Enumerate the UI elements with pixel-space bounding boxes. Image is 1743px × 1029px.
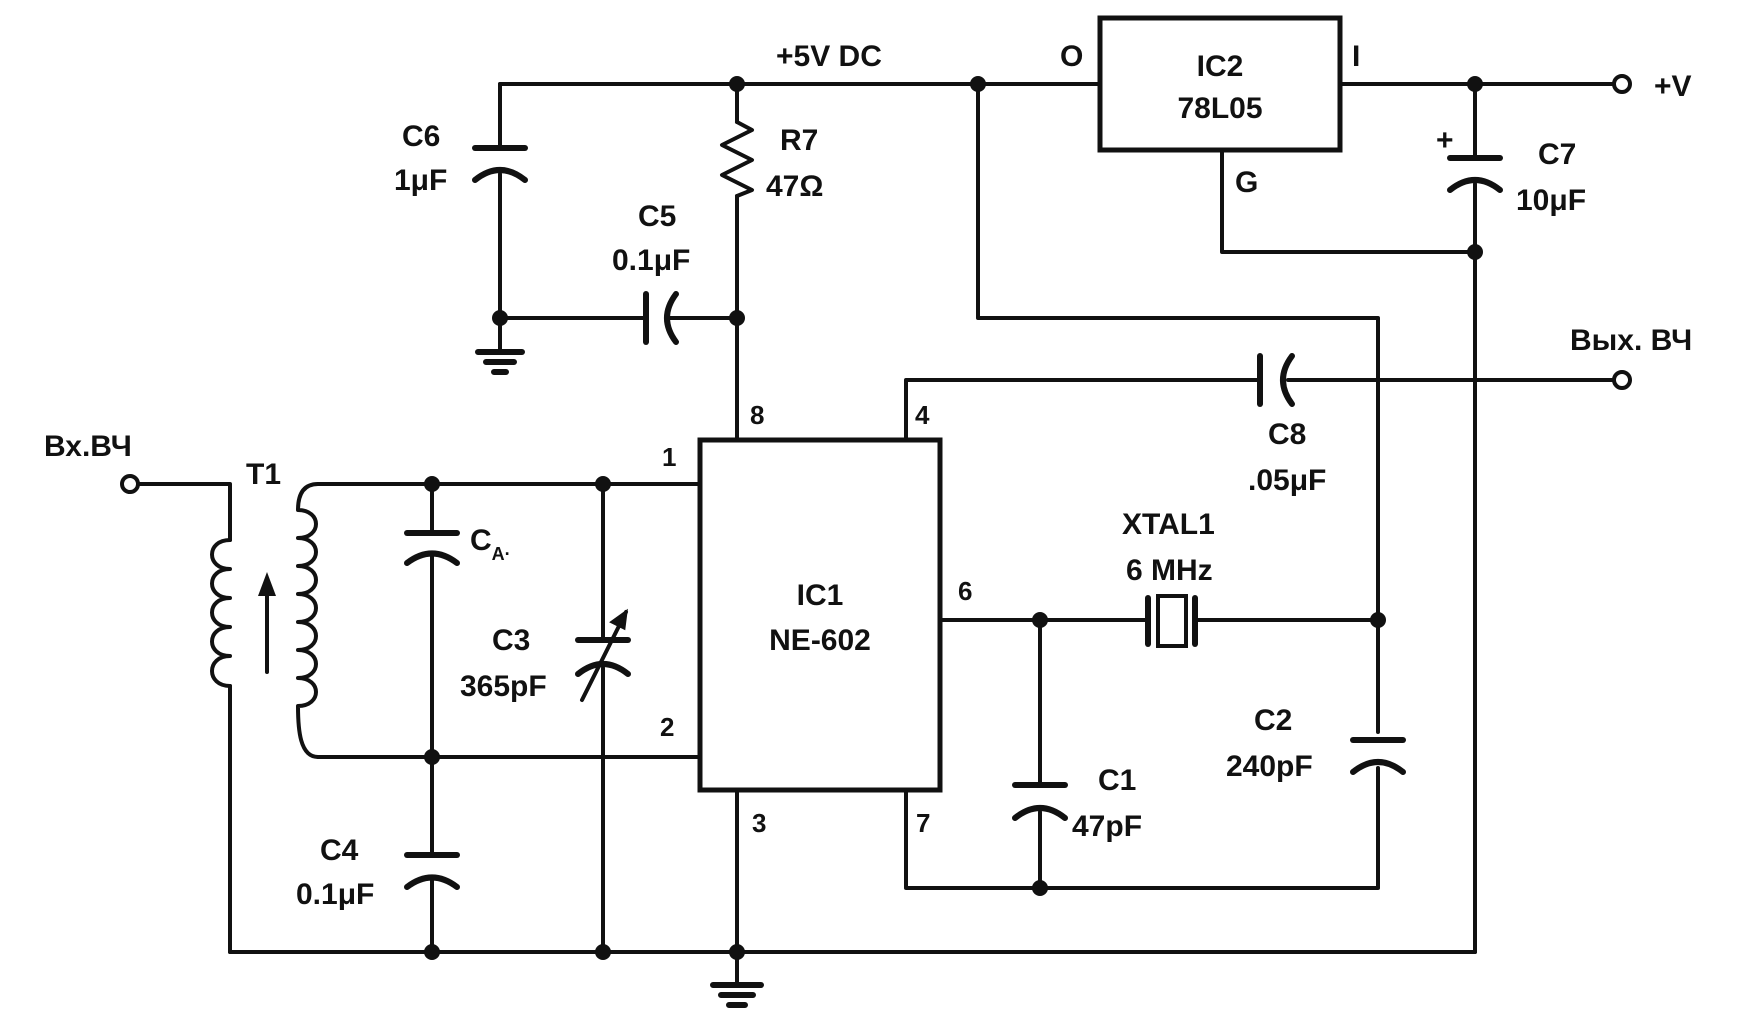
c3-value: 365pF [460,670,547,703]
supply-input-terminal [1612,74,1632,94]
ic1-pin-1: 1 [662,442,676,472]
ic2-name: IC2 [1197,50,1244,83]
rf-input-terminal [120,474,140,494]
ic1-name: IC1 [797,579,844,612]
ic1-pin-3: 3 [752,808,766,838]
ic2-pin-i: I [1352,40,1360,73]
supply-rail-label: +5V DC [776,40,882,73]
capacitor-c7: + C7 10μF [1436,124,1586,217]
supply-input-label: +V [1654,70,1692,103]
xtal1-name: XTAL1 [1122,508,1215,541]
c2-name: C2 [1254,704,1292,737]
ca-subscript: A· [492,544,511,564]
ic1-pin-8: 8 [750,400,764,430]
c8-value: .05μF [1248,464,1326,497]
c4-name: C4 [320,834,359,867]
r7-value: 47Ω [766,170,823,203]
c6-value: 1μF [394,164,447,197]
c5-value: 0.1μF [612,244,690,277]
c8-name: C8 [1268,418,1306,451]
capacitor-c4: C4 0.1μF [296,834,460,911]
ic1-pin-7: 7 [916,808,930,838]
ic2-part: 78L05 [1177,92,1262,125]
ic2-pin-g: G [1235,166,1258,199]
c7-name: C7 [1538,138,1576,171]
terminals [120,74,1632,494]
crystal-xtal1: XTAL1 6 MHz [1122,508,1215,648]
capacitor-ca: CA· [404,524,511,566]
ic1-pin-2: 2 [660,712,674,742]
rf-input-label: Вх.ВЧ [44,430,132,463]
c1-name: C1 [1098,764,1136,797]
junction-dots [424,76,1483,960]
ic2-regulator: IC2 78L05 O I G [1060,15,1360,199]
c2-value: 240pF [1226,750,1313,783]
c7-polarity: + [1436,124,1454,157]
c6-name: C6 [402,120,440,153]
ic2-pin-o: O [1060,40,1083,73]
capacitor-c3-variable: C3 365pF [460,608,631,703]
c5-name: C5 [638,200,676,233]
ic1-mixer: IC1 NE-602 1 2 3 4 6 7 8 [660,400,972,838]
ic1-pin-6: 6 [958,576,972,606]
capacitor-c2: C2 240pF [1226,704,1406,783]
capacitor-c5: C5 0.1μF [612,200,690,345]
capacitor-c1: C1 47pF [1012,764,1142,843]
c3-name: C3 [492,624,530,657]
c4-value: 0.1μF [296,878,374,911]
ic1-pin-4: 4 [915,400,930,430]
capacitor-c8: C8 .05μF [1248,353,1326,497]
ca-name: CA· [470,524,511,564]
transformer-t1: T1 [210,458,320,759]
xtal1-value: 6 MHz [1126,554,1213,587]
capacitor-c6: C6 1μF [394,120,528,197]
rf-output-label: Вых. ВЧ [1570,324,1692,357]
r7-name: R7 [780,124,818,157]
rf-output-terminal [1612,370,1632,390]
ic1-part: NE-602 [769,624,871,657]
c7-value: 10μF [1516,184,1586,217]
ground-symbol-top [475,316,525,375]
t1-name: T1 [246,458,281,491]
resistor-r7: R7 47Ω [720,120,823,203]
c1-value: 47pF [1072,810,1142,843]
